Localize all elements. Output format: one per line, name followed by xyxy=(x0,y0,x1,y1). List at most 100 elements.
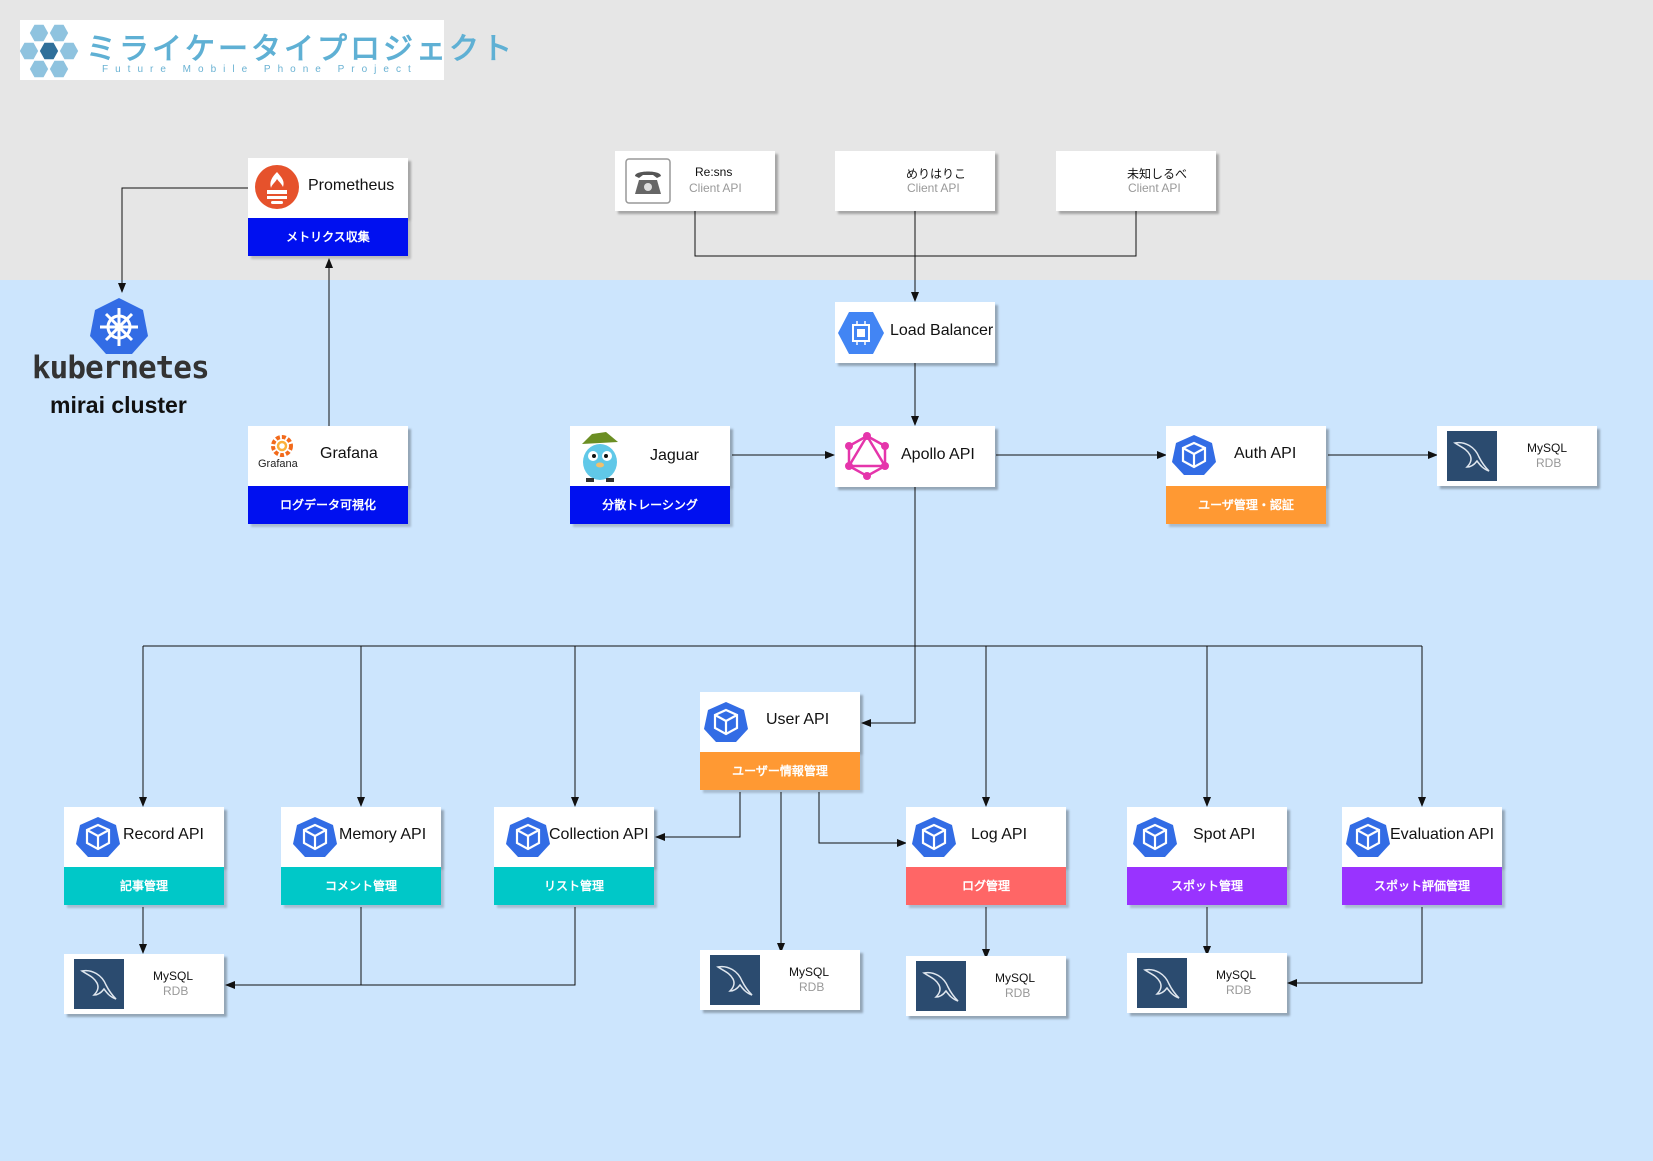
client-merihariko[interactable]: めりはりこ Client API xyxy=(835,151,995,211)
load-balancer-title: Load Balancer xyxy=(890,322,994,339)
prometheus-logo xyxy=(255,165,299,209)
spot-band-label: スポット管理 xyxy=(1170,879,1243,893)
memory-title: Memory API xyxy=(339,826,427,843)
mysql-user-kind: RDB xyxy=(799,980,825,994)
kubernetes-logo xyxy=(90,298,148,354)
grafana-title: Grafana xyxy=(320,445,378,462)
auth-band-label: ユーザ管理・認証 xyxy=(1198,498,1294,512)
auth-band: ユーザ管理・認証 xyxy=(1166,486,1326,524)
auth-title: Auth API xyxy=(1234,445,1297,462)
gcp-load-balancer-icon xyxy=(838,312,884,354)
jaguar-gopher xyxy=(582,432,618,482)
log-band-label: ログ管理 xyxy=(961,879,1010,893)
client-michishirube-name: 未知しるべ xyxy=(1127,167,1188,181)
edge-apollo-user xyxy=(861,646,916,727)
log-title: Log API xyxy=(971,826,1028,843)
edge-evaluation-mysql xyxy=(1287,907,1423,987)
graphql-icon xyxy=(845,432,889,480)
spot-node[interactable]: Spot API xyxy=(1127,807,1287,867)
kubernetes-service-icon xyxy=(506,817,550,857)
edge-prometheus-kubernetes xyxy=(118,187,248,293)
evaluation-band-label: スポット評価管理 xyxy=(1373,879,1470,893)
mysql-user-name: MySQL xyxy=(789,965,830,979)
client-resns[interactable]: Re:sns Client API xyxy=(615,151,775,211)
user-node[interactable]: User API xyxy=(700,692,860,752)
spot-band: スポット管理 xyxy=(1127,867,1287,905)
evaluation-title: Evaluation API xyxy=(1390,826,1495,843)
edge-memory-mysql xyxy=(225,907,362,989)
edge-client-resns xyxy=(694,211,915,257)
grafana-logo xyxy=(271,435,293,457)
grafana-node[interactable]: Grafana Grafana xyxy=(248,426,408,486)
apollo-node[interactable]: Apollo API xyxy=(835,426,995,487)
mysql-icon xyxy=(710,955,760,1005)
jaguar-band: 分散トレーシング xyxy=(570,486,730,524)
cluster-label: mirai cluster xyxy=(50,392,187,418)
user-title: User API xyxy=(766,711,830,728)
load-balancer-node[interactable]: Load Balancer xyxy=(835,302,995,363)
client-resns-sub: Client API xyxy=(689,181,742,195)
mysql-spot-evaluation[interactable]: MySQL RDB xyxy=(1127,953,1287,1013)
logo-title-jp: ミライケータイプロジェクト xyxy=(86,33,515,66)
log-node[interactable]: Log API xyxy=(906,807,1066,867)
collection-band-label: リスト管理 xyxy=(543,879,604,893)
evaluation-node[interactable]: Evaluation API xyxy=(1342,807,1502,867)
edge-collection-mysql xyxy=(361,907,576,986)
collection-title: Collection API xyxy=(549,826,649,843)
mysql-se-name: MySQL xyxy=(1216,968,1257,982)
client-merihariko-name: めりはりこ xyxy=(906,167,967,181)
kubernetes-wordmark: kubernetes xyxy=(32,350,210,386)
client-michishirube[interactable]: 未知しるべ Client API xyxy=(1056,151,1216,211)
client-resns-name: Re:sns xyxy=(695,165,733,179)
record-node[interactable]: Record API xyxy=(64,807,224,867)
mysql-icon xyxy=(74,959,124,1009)
memory-band-label: コメント管理 xyxy=(324,879,397,893)
mysql-user[interactable]: MySQL RDB xyxy=(700,950,860,1010)
collection-band: リスト管理 xyxy=(494,867,654,905)
mysql-record-memory-collection[interactable]: MySQL RDB xyxy=(64,954,224,1014)
edge-user-collection xyxy=(655,792,741,841)
logo-title-en: Future Mobile Phone Project xyxy=(102,64,418,75)
kubernetes-service-icon xyxy=(76,817,120,857)
telephone-icon xyxy=(625,158,671,204)
client-merihariko-sub: Client API xyxy=(907,181,960,195)
kubernetes-service-icon xyxy=(704,702,748,742)
mysql-auth[interactable]: MySQL RDB xyxy=(1437,426,1597,486)
mysql-log[interactable]: MySQL RDB xyxy=(906,956,1066,1016)
hexagon-cluster-icon xyxy=(20,23,80,79)
mysql-log-kind: RDB xyxy=(1005,986,1031,1000)
memory-band: コメント管理 xyxy=(281,867,441,905)
prometheus-band-label: メトリクス収集 xyxy=(286,230,370,244)
log-band: ログ管理 xyxy=(906,867,1066,905)
auth-node[interactable]: Auth API xyxy=(1166,426,1326,486)
edge-user-log xyxy=(818,792,907,847)
mysql-icon xyxy=(1137,958,1187,1008)
mysql-rmc-kind: RDB xyxy=(163,984,189,998)
record-title: Record API xyxy=(123,826,204,843)
mysql-icon xyxy=(916,961,966,1011)
grafana-logo-text: Grafana xyxy=(258,458,298,470)
grafana-band-label: ログデータ可視化 xyxy=(279,498,376,512)
evaluation-band: スポット評価管理 xyxy=(1342,867,1502,905)
kubernetes-service-icon xyxy=(1172,435,1216,475)
jaguar-band-label: 分散トレーシング xyxy=(602,498,698,512)
kubernetes-service-icon xyxy=(1133,817,1177,857)
spot-title: Spot API xyxy=(1193,826,1256,843)
kubernetes-service-icon xyxy=(912,817,956,857)
prometheus-title: Prometheus xyxy=(308,177,395,194)
memory-node[interactable]: Memory API xyxy=(281,807,441,867)
prometheus-node[interactable]: Prometheus xyxy=(248,158,408,218)
kubernetes-service-icon xyxy=(293,817,337,857)
collection-node[interactable]: Collection API xyxy=(494,807,654,867)
jaguar-node[interactable]: Jaguar xyxy=(570,426,730,486)
user-band-label: ユーザー情報管理 xyxy=(732,764,828,778)
edge-client-michishirube xyxy=(915,211,1137,257)
mysql-se-kind: RDB xyxy=(1226,983,1252,997)
client-michishirube-sub: Client API xyxy=(1128,181,1181,195)
kubernetes-service-icon xyxy=(1346,817,1390,857)
apollo-title: Apollo API xyxy=(901,446,975,463)
project-logo: ミライケータイプロジェクト Future Mobile Phone Projec… xyxy=(20,20,512,80)
mysql-icon xyxy=(1447,431,1497,481)
jaguar-title: Jaguar xyxy=(650,447,699,464)
